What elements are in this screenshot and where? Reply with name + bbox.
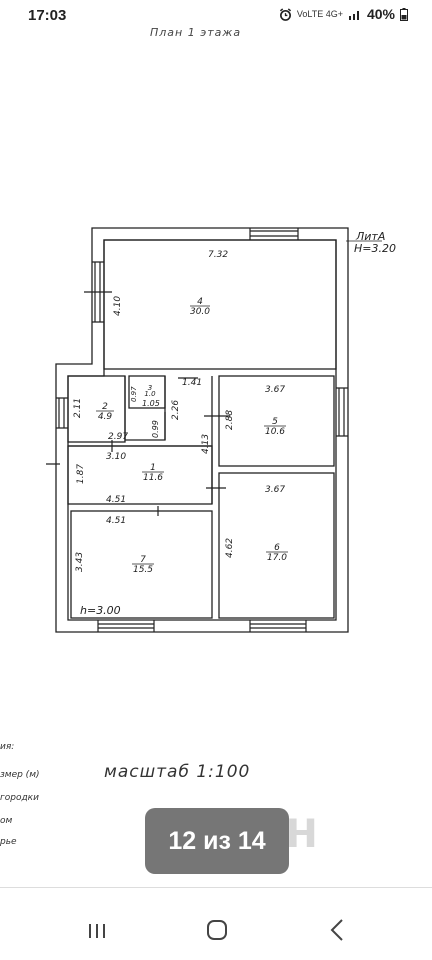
status-icons: VoLTE 4G+ 40%: [279, 6, 408, 22]
dim-7-32: 7.32: [208, 250, 228, 260]
clock: 17:03: [28, 7, 67, 24]
network-label: VoLTE 4G+: [296, 9, 343, 19]
dim-2-26: 2.26: [171, 400, 181, 420]
height-label-top: H=3.20: [354, 242, 396, 255]
room-5-number: 5: [272, 417, 278, 427]
legend-line: рье: [0, 837, 17, 847]
dim-1-05: 1.05: [142, 399, 160, 408]
dim-3-10: 3.10: [106, 452, 126, 462]
dim-3-43: 3.43: [75, 552, 85, 572]
room-1-number: 1: [150, 463, 156, 473]
room-7-area: 15.5: [133, 565, 153, 575]
recent-apps-icon[interactable]: [82, 916, 112, 944]
legend-line: городки: [0, 793, 39, 803]
dim-2-11: 2.11: [73, 398, 83, 418]
dim-0-99: 0.99: [151, 420, 160, 438]
dim-4-51-a: 4.51: [106, 495, 126, 505]
dim-4-13: 4.13: [201, 434, 211, 454]
room-4-area: 30.0: [190, 307, 210, 317]
room-1-area: 11.6: [143, 473, 163, 483]
dim-4-10: 4.10: [113, 296, 123, 316]
dim-4-51-b: 4.51: [106, 516, 126, 526]
dim-3-67-bottom: 3.67: [265, 485, 285, 495]
room-2-area: 4.9: [98, 412, 113, 422]
battery-percent: 40%: [366, 6, 395, 22]
room-6-area: 17.0: [267, 553, 287, 563]
status-bar: 17:03 VoLTE 4G+ 40%: [0, 0, 432, 32]
legend-line: ия:: [0, 742, 15, 752]
dim-4-62: 4.62: [225, 538, 235, 558]
legend-line: ом: [0, 816, 13, 826]
legend-line: змер (м): [0, 770, 40, 780]
room-3-area: 1.0: [144, 390, 156, 398]
dim-1-41: 1.41: [182, 378, 202, 388]
signal-icon: [348, 10, 359, 20]
image-counter: 12 из 14: [145, 808, 289, 874]
dim-0-97: 0.97: [130, 386, 138, 402]
battery-icon: [400, 7, 408, 21]
room-5-area: 10.6: [265, 427, 285, 437]
divider: [0, 887, 432, 888]
scale-label: масштаб 1:100: [104, 762, 251, 782]
room-6-number: 6: [274, 543, 280, 553]
room-7-number: 7: [140, 555, 146, 565]
room-2-number: 2: [102, 402, 108, 412]
floor-plan: 7.32 4.10 1.41 3.67 2.88 4.13 2.11 0.97 …: [46, 227, 396, 633]
room-3-number: 3: [148, 384, 152, 392]
height-label-floor: h=3.00: [80, 604, 121, 617]
home-icon[interactable]: [202, 916, 232, 944]
plan-caption: План 1 этажа: [150, 26, 242, 39]
alarm-icon: [279, 7, 291, 21]
dim-2-97: 2.97: [108, 432, 128, 442]
room-4-number: 4: [197, 297, 203, 307]
dim-1-87: 1.87: [76, 464, 86, 484]
navigation-bar: [0, 900, 432, 960]
dim-2-88: 2.88: [225, 410, 235, 430]
lit-label: ЛитА: [355, 230, 385, 243]
back-icon[interactable]: [322, 916, 352, 944]
dim-3-67-top: 3.67: [265, 385, 285, 395]
